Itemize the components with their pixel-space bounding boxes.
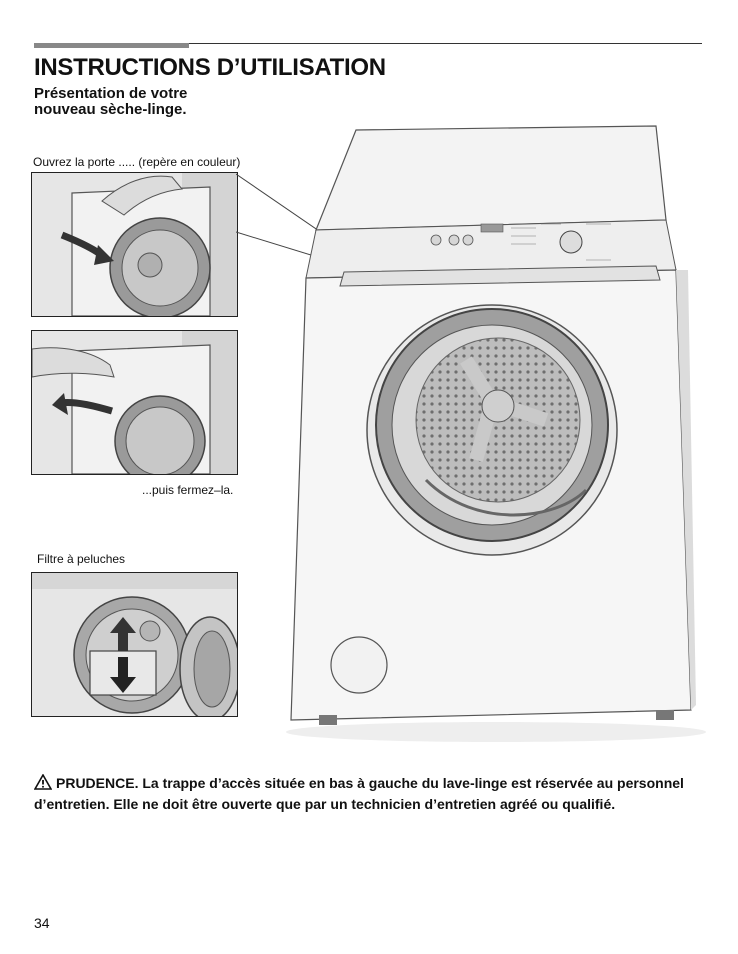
subtitle-line-2: nouveau sèche-linge. xyxy=(34,101,187,118)
lint-filter-caption: Filtre à peluches xyxy=(37,552,126,566)
caution-notice: PRUDENCE. La trappe d’accès située en ba… xyxy=(33,773,706,814)
lint-filter-illustration xyxy=(31,572,238,717)
header-rule-accent xyxy=(34,43,189,48)
close-door-illustration xyxy=(31,330,238,475)
caution-text: La trappe d’accès située en bas à gauche… xyxy=(34,775,684,812)
caution-label: PRUDENCE. xyxy=(56,775,139,791)
close-door-caption: ...puis fermez–la. xyxy=(142,483,234,497)
header-rule xyxy=(34,43,702,44)
page-subtitle: Présentation de votre nouveau sèche-ling… xyxy=(34,86,274,118)
dryer-illustration xyxy=(236,120,711,760)
page-number: 34 xyxy=(34,915,50,931)
page-title: INSTRUCTIONS D’UTILISATION xyxy=(34,54,386,81)
open-door-illustration xyxy=(31,172,238,317)
subtitle-line-1: Présentation de votre xyxy=(34,85,188,102)
warning-triangle-icon xyxy=(33,773,53,795)
open-door-caption: Ouvrez la porte ..... (repère en couleur… xyxy=(33,155,241,169)
